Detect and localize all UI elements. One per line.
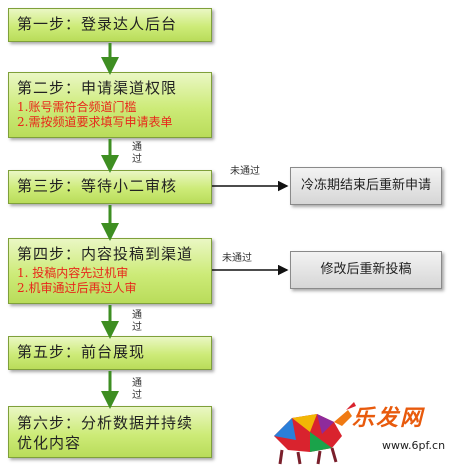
step-4-note-2: 2.机审通过后再过人审 (17, 281, 137, 295)
pass-label-4-5: 通过 (132, 310, 142, 333)
step-2-note-1: 1.账号需符合频道门槛 (17, 100, 137, 114)
step-5-title: 第五步：前台展现 (17, 343, 146, 361)
pass-label-5-6: 通过 (132, 378, 142, 401)
step-6-title: 第六步：分析数据并持续优化内容 (17, 414, 194, 452)
step-4-reject-text: 修改后重新投稿 (320, 262, 412, 277)
step-6-box: 第六步：分析数据并持续优化内容 (8, 406, 212, 458)
step-1-title: 第一步：登录达人后台 (17, 15, 178, 33)
step-2-note-2: 2.需按频道要求填写申请表单 (17, 115, 173, 129)
step-4-reject-box: 修改后重新投稿 (290, 251, 442, 289)
step-3-reject-box: 冷冻期结束后重新申请 (290, 167, 442, 205)
step-3-title: 第三步：等待小二审核 (17, 177, 178, 195)
bull-logo (274, 402, 356, 465)
step-1-box: 第一步：登录达人后台 (8, 8, 212, 42)
step-4-title: 第四步：内容投稿到渠道 (17, 245, 194, 263)
step-3-box: 第三步：等待小二审核 (8, 170, 212, 204)
step-4-note-1: 1. 投稿内容先过机审 (17, 266, 129, 280)
step-2-title: 第二步：申请渠道权限 (17, 79, 178, 97)
fail-label-step-4: 未通过 (222, 253, 252, 264)
step-5-box: 第五步：前台展现 (8, 336, 212, 370)
step-2-box: 第二步：申请渠道权限 1.账号需符合频道门槛 2.需按频道要求填写申请表单 (8, 72, 212, 138)
fail-label-step-3: 未通过 (230, 166, 260, 177)
pass-label-2-3: 通过 (132, 142, 142, 165)
brand-url: www.6pf.cn (382, 439, 446, 452)
brand-name: 乐发网 (352, 405, 425, 431)
step-3-reject-text: 冷冻期结束后重新申请 (300, 178, 431, 193)
